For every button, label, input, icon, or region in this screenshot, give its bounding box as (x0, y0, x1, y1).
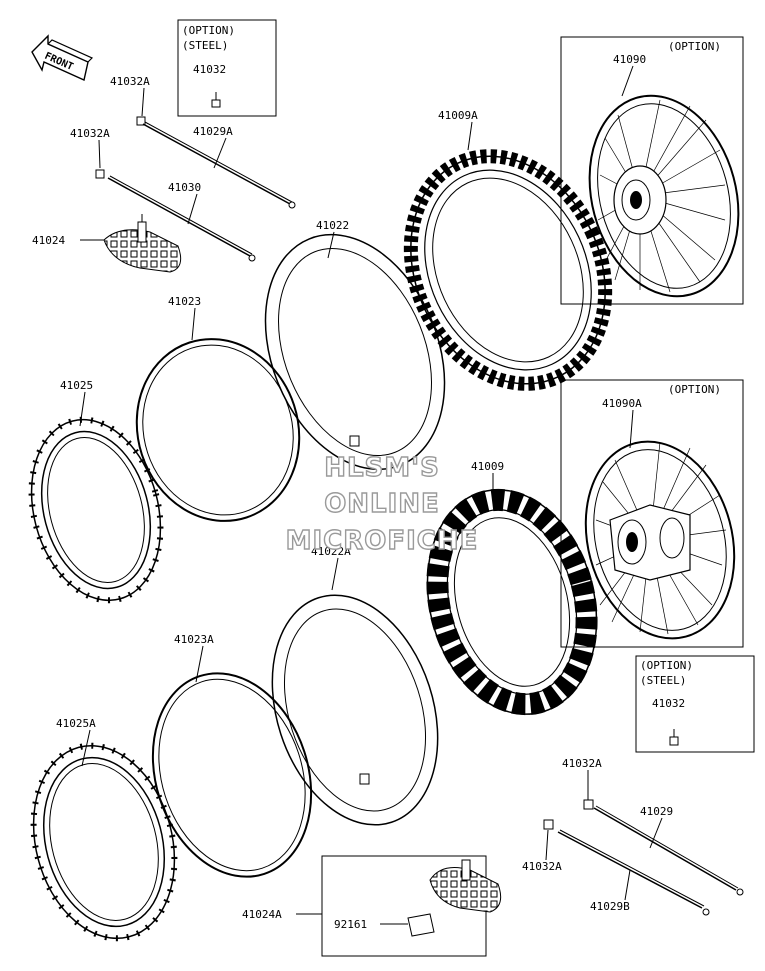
rim-strip-41023-icon (135, 338, 301, 522)
option-label: (OPTION) (640, 659, 693, 672)
spoke-nipple-icon (211, 92, 221, 108)
part-label-92161: 92161 (334, 918, 367, 931)
part-label-41032: 41032 (193, 63, 226, 76)
steel-label: (STEEL) (640, 674, 686, 687)
part-label-41032A: 41032A (70, 127, 110, 140)
spoke-41029A-icon (136, 116, 296, 209)
leader-lines (79, 65, 663, 925)
tube-41022-icon (264, 233, 446, 471)
watermark-line1: HLSM'S (324, 453, 440, 483)
option-box-wheel-41090: (OPTION) (560, 36, 744, 305)
option-label: (OPTION) (182, 24, 235, 37)
option-box-right-steel: (OPTION) (STEEL) 41032 (635, 655, 755, 753)
part-label-41090A: 41090A (602, 397, 642, 410)
watermark: HLSM'S ONLINE MICROFICHE (285, 452, 479, 556)
part-label-41032: 41032 (652, 697, 685, 710)
part-label-41009: 41009 (471, 460, 504, 473)
rim-band-41024A-icon (429, 859, 502, 913)
part-label-41030: 41030 (168, 181, 201, 194)
option-label: (OPTION) (668, 383, 721, 396)
part-label-41029A: 41029A (193, 125, 233, 138)
part-label-41029: 41029 (640, 805, 673, 818)
wheel-41090A-icon (584, 440, 736, 640)
spoke-41029-icon (583, 799, 744, 896)
part-label-41024A: 41024A (242, 908, 282, 921)
part-label-41090: 41090 (613, 53, 646, 66)
part-label-41032A: 41032A (522, 860, 562, 873)
part-label-41029B: 41029B (590, 900, 630, 913)
tire-41009-icon (426, 488, 598, 716)
front-arrow-icon: FRONT (31, 34, 94, 81)
spoke-nipple-icon (669, 729, 679, 746)
rim-lock-92161-icon (407, 913, 435, 937)
part-label-41023A: 41023A (174, 633, 214, 646)
option-box-wheel-41090A: (OPTION) (560, 379, 744, 648)
part-label-41009A: 41009A (438, 109, 478, 122)
option-label: (OPTION) (668, 40, 721, 53)
option-box-top-steel: (OPTION) (STEEL) 41032 (177, 19, 277, 117)
part-label-41025: 41025 (60, 379, 93, 392)
watermark-line2: ONLINE (324, 489, 440, 519)
kit-box-41024A (321, 855, 502, 957)
part-label-41022A: 41022A (311, 545, 351, 558)
rim-41025A-icon (30, 742, 178, 942)
part-label-41022: 41022 (316, 219, 349, 232)
steel-label: (STEEL) (182, 39, 228, 52)
part-label-41024: 41024 (32, 234, 65, 247)
part-label-41032A: 41032A (110, 75, 150, 88)
part-label-41032A: 41032A (562, 757, 602, 770)
part-label-41023: 41023 (168, 295, 201, 308)
spoke-41030-icon (95, 169, 256, 262)
part-label-41025A: 41025A (56, 717, 96, 730)
tube-41022A-icon (271, 594, 439, 826)
rim-band-41024-icon (103, 214, 182, 273)
tire-41009A-icon (403, 149, 613, 391)
wheel-41090-icon (588, 94, 740, 298)
rim-41025-icon (28, 416, 164, 604)
watermark-line3: MICROFICHE (286, 526, 479, 556)
